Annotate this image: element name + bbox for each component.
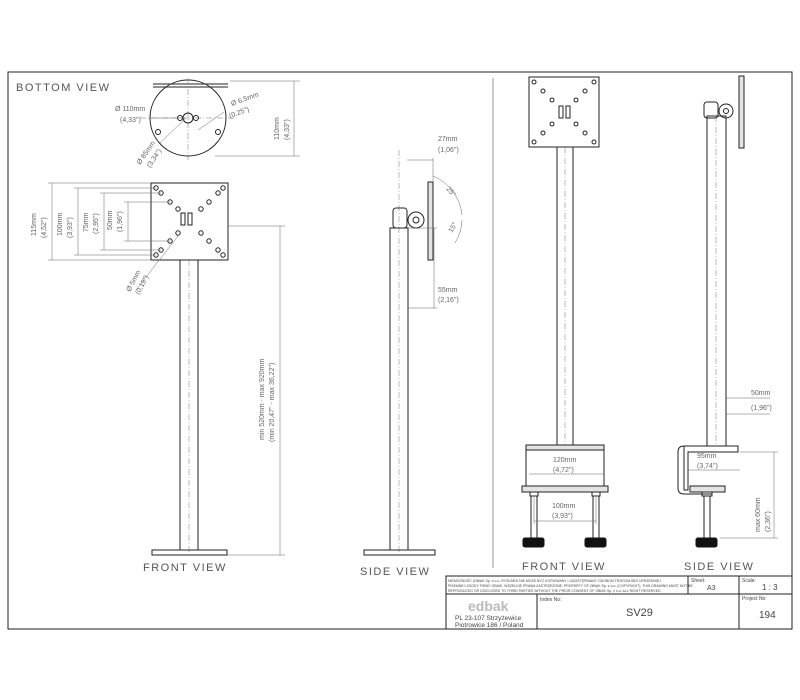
drawing-frame (7, 71, 793, 630)
dim-vesa-50-in: (1,96") (117, 211, 124, 232)
dim-bottom-d65: Ø 6,5mm (230, 91, 260, 107)
dim-vesa-115-in: (4,52") (41, 217, 48, 238)
dim-vesa-50: 50mm (107, 210, 114, 230)
side-view (363, 150, 463, 556)
project-label: Project No: (742, 596, 767, 602)
dim-clamp-100-in: (3,93") (552, 513, 573, 520)
dim-pole-range: min 520mm - max 920mm (259, 359, 266, 440)
address-line-1: PL 23-107 Strzyżewice (455, 615, 522, 622)
dim-angle-bottom: 15° (447, 221, 459, 234)
company-logo: edbak (468, 598, 509, 614)
dim-side-27-in: (1,06") (438, 147, 459, 154)
project-value: 194 (759, 610, 776, 621)
dim-side-55-in: (2,16") (438, 297, 459, 304)
dim-vesa-75-in: (2,95") (93, 213, 100, 234)
sheet-value: A3 (707, 585, 716, 592)
side-view-clamp-label: SIDE VIEW (684, 561, 754, 573)
dim-vesa-115: 115mm (31, 213, 38, 236)
dim-side-27: 27mm (438, 136, 458, 143)
notice-line-1: NIEMOŻNOŚĆ (OBIAK Sp. z o.o. RYSUNEK NIE… (448, 578, 661, 583)
front-view-clamp-label: FRONT VIEW (522, 561, 606, 573)
dim-clamp-50-in: (1,96") (751, 405, 772, 412)
dim-angle-top: 25° (444, 185, 457, 198)
dim-bottom-d110: Ø 110mm (115, 106, 145, 113)
dim-vesa-75: 75mm (83, 212, 90, 232)
dim-bottom-h110-in: (4,33") (284, 119, 291, 140)
dim-clamp-100: 100mm (552, 503, 576, 510)
index-value: SV29 (626, 607, 653, 619)
dim-clamp-max60-in: (2,36") (765, 511, 772, 532)
dim-bottom-h110: 110mm (274, 117, 281, 140)
front-view (48, 182, 285, 556)
bottom-view-label: BOTTOM VIEW (16, 82, 111, 94)
address-line-2: Piotrowice 186 / Poland (455, 622, 524, 629)
dim-clamp-95: 95mm (697, 453, 717, 460)
title-block (445, 575, 793, 630)
dim-clamp-50: 50mm (751, 390, 771, 397)
index-label: Index No: (540, 597, 561, 603)
dim-vesa-100: 100mm (57, 212, 64, 236)
sheet-label: Sheet: (691, 578, 705, 584)
dim-clamp-120-in: (4,72") (553, 467, 574, 474)
notice-line-2: PISEMNEJ ZGODY FIRMY OBIAK, WSZELKIE PRA… (448, 583, 693, 588)
side-view-label: SIDE VIEW (360, 566, 430, 578)
scale-label: Scale: (742, 578, 756, 584)
front-view-label: FRONT VIEW (143, 562, 227, 574)
dim-bottom-d110-in: (4,33") (120, 117, 141, 124)
front-view-clamp (521, 76, 609, 548)
dim-bottom-d65-in: (0,25") (228, 106, 250, 120)
dim-clamp-95-in: (3,74") (697, 463, 718, 470)
dim-vesa-100-in: (3,93") (67, 217, 74, 238)
dim-clamp-120: 120mm (553, 457, 577, 464)
dim-side-55: 55mm (438, 287, 458, 294)
dim-clamp-max60: max 60mm (755, 497, 762, 532)
side-view-clamp (677, 75, 778, 548)
bottom-view (140, 78, 300, 160)
dim-pole-range-in: (min 20,47" - max 36,22") (269, 363, 276, 442)
scale-value: 1 : 3 (762, 583, 778, 592)
notice-line-3: REPRODUCED OR DISCLOSED TO THIRD PARTIES… (448, 589, 662, 593)
